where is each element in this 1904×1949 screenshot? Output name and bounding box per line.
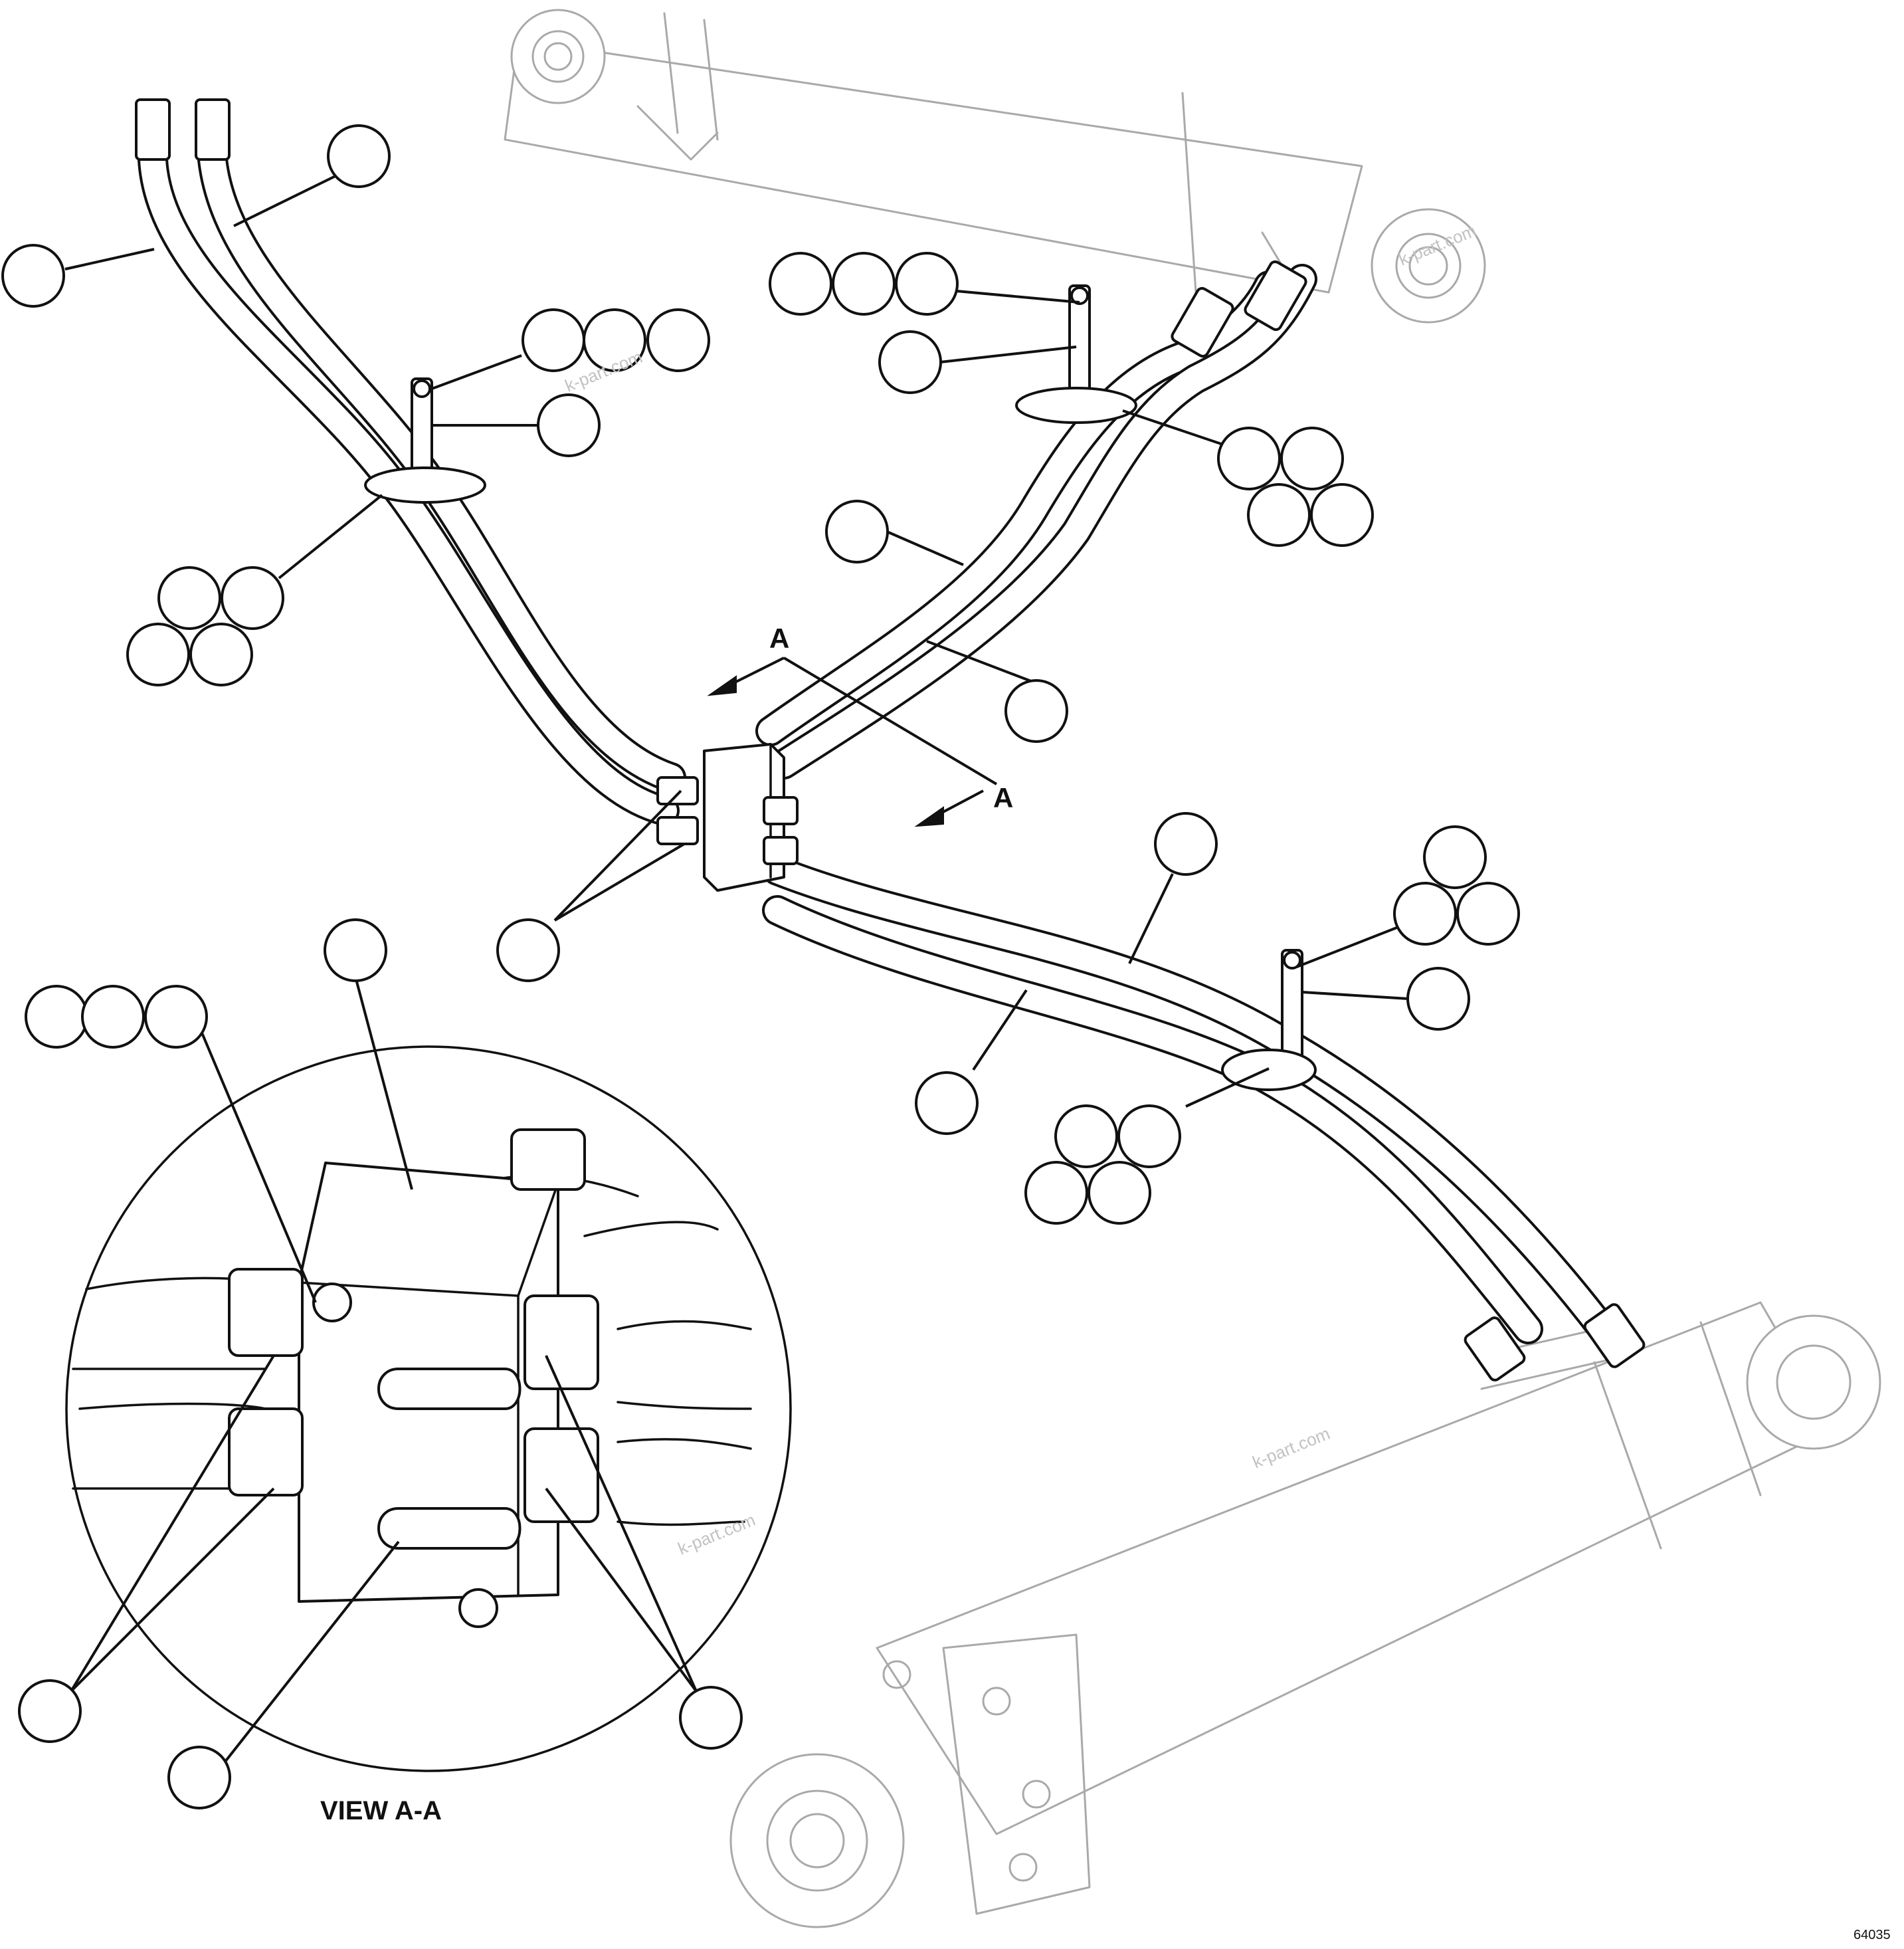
callout-balloons xyxy=(1,124,1520,1809)
clamp-upper-right xyxy=(1015,284,1137,424)
clamp-upper-left xyxy=(364,377,486,504)
callout-balloon xyxy=(496,918,560,982)
callout-balloon xyxy=(25,985,88,1049)
callout-balloon xyxy=(1054,1104,1118,1168)
hose-set-upper-right xyxy=(755,264,1317,779)
lower-cylinder-ghost xyxy=(729,1301,1881,1928)
callout-balloon xyxy=(679,1686,743,1750)
callout-balloon xyxy=(1247,483,1311,547)
section-marker-a: A A xyxy=(707,623,1013,827)
callout-balloon xyxy=(769,252,832,316)
hose-end-fittings xyxy=(135,98,1646,1382)
callout-balloon xyxy=(583,308,646,372)
figure-id: 64035 xyxy=(1854,1928,1891,1942)
callout-balloon xyxy=(1117,1104,1181,1168)
callout-balloon xyxy=(1406,967,1470,1031)
callout-balloon xyxy=(1004,679,1068,743)
callout-balloon xyxy=(915,1071,979,1135)
callout-balloon xyxy=(825,500,889,564)
view-a-a-detail: VIEW A-A xyxy=(65,1045,792,1825)
callout-balloon xyxy=(324,918,387,982)
callout-balloon xyxy=(1456,882,1520,946)
watermark: k-part.com xyxy=(675,1510,758,1559)
watermarks: k-part.com k-part.com k-part.com k-part.… xyxy=(562,221,1479,1559)
callout-balloon xyxy=(157,566,221,630)
callout-balloon xyxy=(81,985,145,1049)
section-label-a-lower: A xyxy=(993,782,1013,813)
callout-balloon xyxy=(1310,483,1374,547)
upper-cylinder-ghost xyxy=(504,9,1486,324)
callout-balloon xyxy=(1088,1161,1151,1225)
callout-balloon xyxy=(895,252,959,316)
callout-balloon xyxy=(522,308,585,372)
callout-balloon xyxy=(167,1746,231,1809)
callout-balloon xyxy=(1154,812,1218,876)
callout-balloon xyxy=(18,1679,82,1743)
leader-lines xyxy=(64,171,1409,1779)
callout-balloon xyxy=(1393,882,1457,946)
callout-balloon xyxy=(832,252,896,316)
callout-balloon xyxy=(189,623,253,686)
callout-balloon xyxy=(537,393,601,457)
callout-balloon xyxy=(144,985,208,1049)
callout-balloon xyxy=(1423,825,1487,889)
callout-balloon xyxy=(1217,427,1281,490)
callout-balloon xyxy=(126,623,190,686)
callout-balloon xyxy=(327,124,391,188)
callout-balloon xyxy=(1,244,65,308)
watermark: k-part.com xyxy=(1250,1423,1333,1473)
valve-block xyxy=(656,743,799,892)
callout-balloon xyxy=(1024,1161,1088,1225)
view-title: VIEW A-A xyxy=(320,1796,442,1825)
callout-balloon xyxy=(646,308,710,372)
callout-balloon xyxy=(221,566,284,630)
callout-balloon xyxy=(878,330,942,394)
section-label-a-upper: A xyxy=(769,623,789,654)
callout-balloon xyxy=(1280,427,1344,490)
